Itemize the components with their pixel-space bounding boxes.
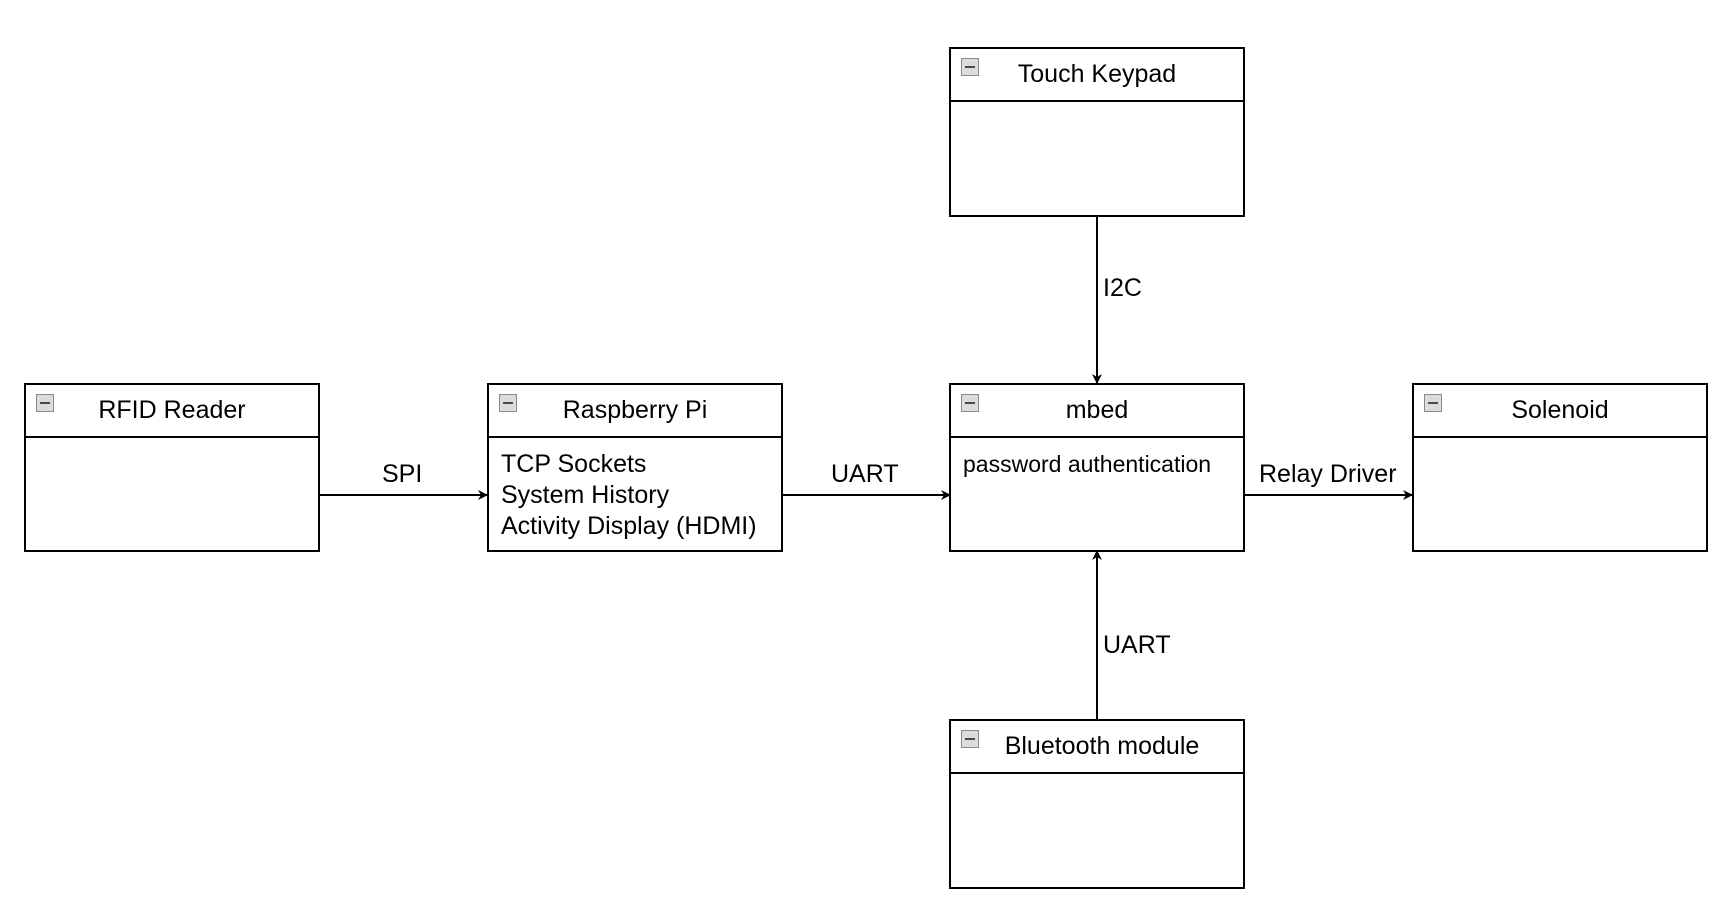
edge-label-uart-bluetooth: UART — [1103, 630, 1171, 660]
node-title: Touch Keypad — [1017, 60, 1177, 88]
node-title: mbed — [1065, 396, 1129, 424]
collapse-icon[interactable] — [961, 730, 979, 748]
collapse-icon[interactable] — [499, 394, 517, 412]
node-title: Raspberry Pi — [562, 396, 708, 424]
node-raspberry-pi: Raspberry Pi TCP Sockets System History … — [487, 383, 783, 552]
node-title: RFID Reader — [98, 396, 246, 424]
node-bluetooth-module: Bluetooth module — [949, 719, 1245, 889]
node-body: TCP Sockets System History Activity Disp… — [501, 449, 775, 542]
node-body-line: TCP Sockets — [501, 450, 647, 478]
collapse-icon[interactable] — [36, 394, 54, 412]
collapse-icon[interactable] — [961, 394, 979, 412]
node-header: Solenoid — [1414, 385, 1706, 438]
node-body: password authentication — [963, 449, 1237, 480]
edge-label-spi: SPI — [382, 459, 423, 489]
edge-label-uart-pi-mbed: UART — [831, 459, 899, 489]
node-touch-keypad: Touch Keypad — [949, 47, 1245, 217]
node-mbed: mbed password authentication — [949, 383, 1245, 552]
edge-label-relay-driver: Relay Driver — [1259, 459, 1397, 489]
node-title: Solenoid — [1511, 396, 1609, 424]
collapse-icon[interactable] — [961, 58, 979, 76]
node-body-line: System History — [501, 481, 670, 509]
node-header: RFID Reader — [26, 385, 318, 438]
node-header: Raspberry Pi — [489, 385, 781, 438]
node-header: mbed — [951, 385, 1243, 438]
node-rfid-reader: RFID Reader — [24, 383, 320, 552]
node-body-line: Activity Display (HDMI) — [501, 512, 757, 540]
node-solenoid: Solenoid — [1412, 383, 1708, 552]
node-header: Touch Keypad — [951, 49, 1243, 102]
node-body-line: password authentication — [963, 451, 1212, 477]
edge-label-i2c: I2C — [1103, 273, 1142, 303]
collapse-icon[interactable] — [1424, 394, 1442, 412]
node-header: Bluetooth module — [951, 721, 1243, 774]
node-title: Bluetooth module — [1004, 732, 1200, 760]
